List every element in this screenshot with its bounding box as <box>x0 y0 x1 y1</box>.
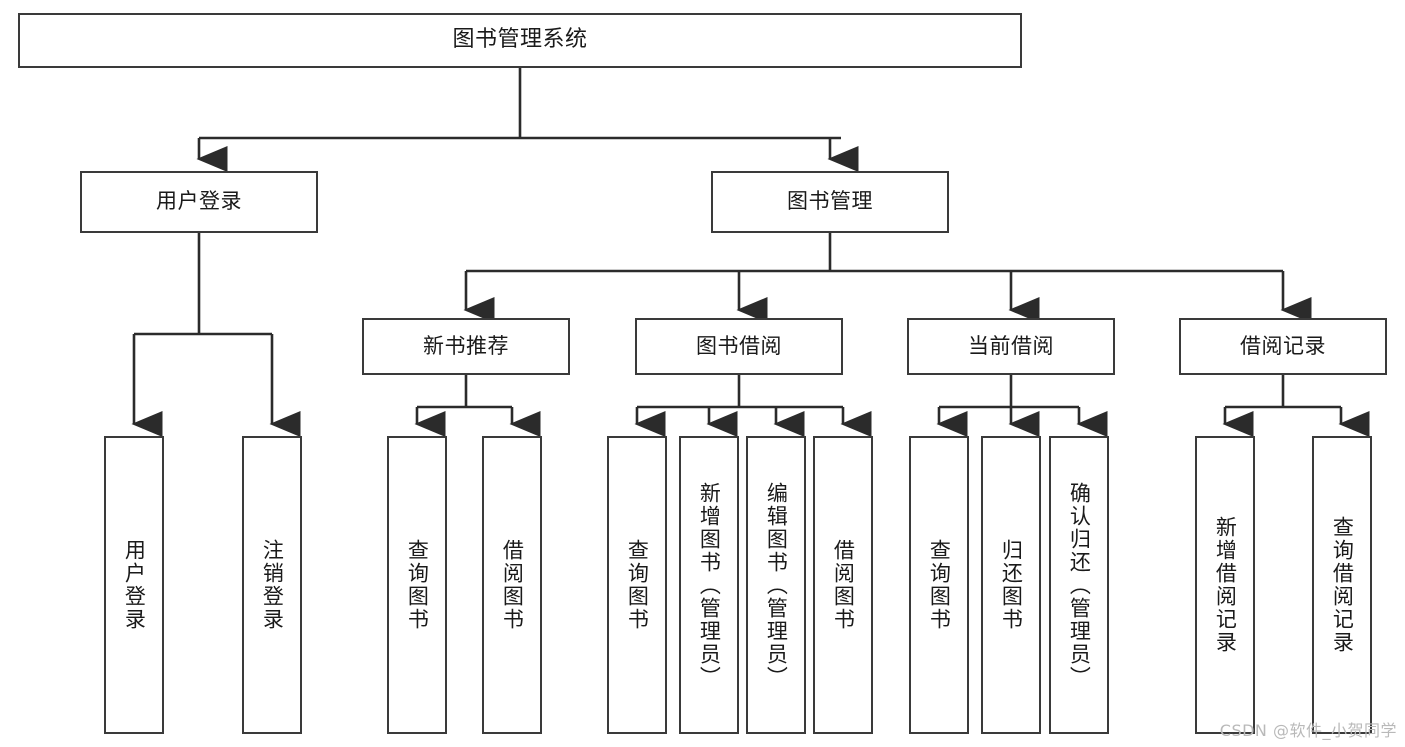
csdn-watermark: CSDN @软件_小贺同学 <box>1219 721 1397 740</box>
node-leaf-logout-login[interactable]: 注销登录 <box>242 436 302 734</box>
node-leaf-edit-book-label: 编辑图书（管理员） <box>764 481 789 689</box>
node-leaf-add-record[interactable]: 新增借阅记录 <box>1195 436 1255 734</box>
node-leaf-add-book-label: 新增图书（管理员） <box>697 481 722 689</box>
node-leaf-add-book[interactable]: 新增图书（管理员） <box>679 436 739 734</box>
node-leaf-confirm-return-label: 确认归还（管理员） <box>1067 481 1092 689</box>
node-leaf-user-login-label: 用户登录 <box>122 539 147 631</box>
node-user-login-label: 用户登录 <box>156 189 242 214</box>
node-leaf-borrow-book-2-label: 借阅图书 <box>831 539 856 631</box>
node-leaf-query-book-2-label: 查询图书 <box>625 539 650 631</box>
node-leaf-query-book-3-label: 查询图书 <box>927 539 952 631</box>
node-leaf-borrow-book-1[interactable]: 借阅图书 <box>482 436 542 734</box>
node-leaf-query-book-1-label: 查询图书 <box>405 539 430 631</box>
node-leaf-user-login[interactable]: 用户登录 <box>104 436 164 734</box>
node-current-borrow[interactable]: 当前借阅 <box>907 318 1115 375</box>
node-current-borrow-label: 当前借阅 <box>968 333 1054 358</box>
node-leaf-borrow-book-1-label: 借阅图书 <box>500 539 525 631</box>
node-leaf-borrow-book-2[interactable]: 借阅图书 <box>813 436 873 734</box>
node-leaf-add-record-label: 新增借阅记录 <box>1213 516 1238 654</box>
node-book-borrow-label: 图书借阅 <box>696 333 782 358</box>
node-leaf-query-book-2[interactable]: 查询图书 <box>607 436 667 734</box>
node-borrow-record-label: 借阅记录 <box>1240 333 1326 358</box>
node-leaf-query-record[interactable]: 查询借阅记录 <box>1312 436 1372 734</box>
node-leaf-confirm-return[interactable]: 确认归还（管理员） <box>1049 436 1109 734</box>
node-root-label: 图书管理系统 <box>452 27 588 53</box>
node-new-book-recommend-label: 新书推荐 <box>423 333 509 358</box>
node-book-manage-label: 图书管理 <box>787 189 873 214</box>
node-new-book-recommend[interactable]: 新书推荐 <box>362 318 570 375</box>
node-book-manage[interactable]: 图书管理 <box>711 171 949 233</box>
node-book-borrow[interactable]: 图书借阅 <box>635 318 843 375</box>
node-leaf-logout-login-label: 注销登录 <box>260 539 285 631</box>
node-user-login[interactable]: 用户登录 <box>80 171 318 233</box>
node-leaf-return-book[interactable]: 归还图书 <box>981 436 1041 734</box>
node-leaf-query-book-3[interactable]: 查询图书 <box>909 436 969 734</box>
node-leaf-query-book-1[interactable]: 查询图书 <box>387 436 447 734</box>
node-borrow-record[interactable]: 借阅记录 <box>1179 318 1387 375</box>
node-leaf-return-book-label: 归还图书 <box>999 539 1024 631</box>
node-leaf-edit-book[interactable]: 编辑图书（管理员） <box>746 436 806 734</box>
node-leaf-query-record-label: 查询借阅记录 <box>1330 516 1355 654</box>
node-root[interactable]: 图书管理系统 <box>18 13 1022 68</box>
